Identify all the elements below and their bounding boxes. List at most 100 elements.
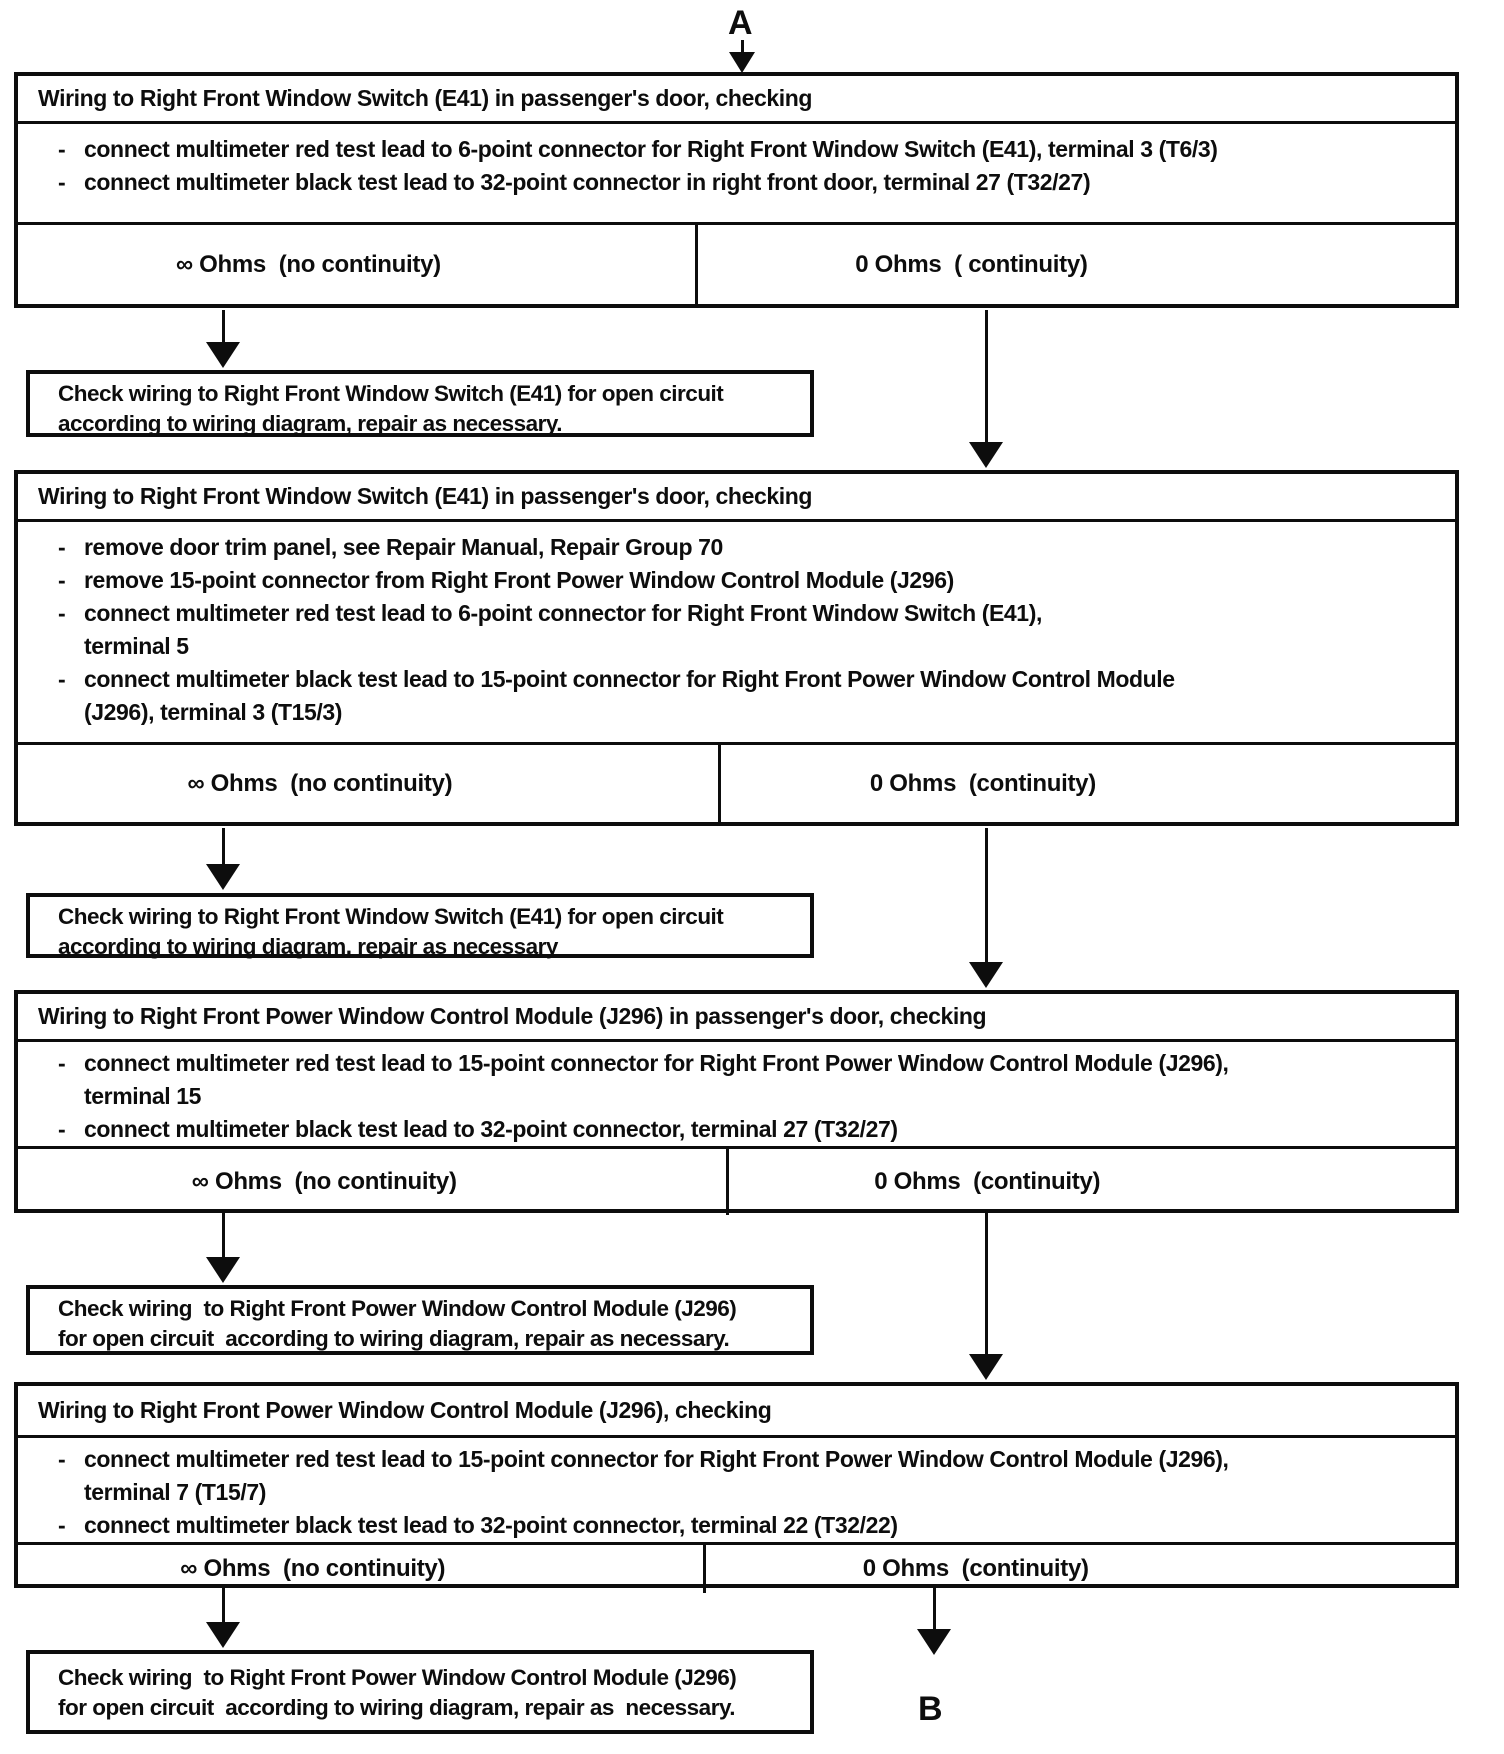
bullet-dash: - [58,600,66,626]
step-line: -connect multimeter black test lead to 3… [18,1509,1455,1542]
diagnostic-box-4: Wiring to Right Front Power Window Contr… [14,1382,1459,1593]
arrow-no-continuity-3 [205,1213,241,1283]
step-text: remove door trim panel, see Repair Manua… [84,534,723,560]
box-title: Wiring to Right Front Window Switch (E41… [18,76,1455,124]
repair-text-line: Check wiring to Right Front Window Switc… [58,381,724,406]
bullet-dash [58,1080,84,1113]
diagnostic-box-1: Wiring to Right Front Window Switch (E41… [14,72,1459,308]
arrow-shaft [984,310,988,442]
step-text: terminal 15 [84,1083,202,1109]
arrow-continuity-4 [916,1588,952,1655]
step-line: -connect multimeter black test lead to 1… [18,663,1455,696]
step-text: connect multimeter black test lead to 15… [84,666,1175,692]
step-text: connect multimeter black test lead to 32… [84,1116,898,1142]
bullet-dash: - [58,666,66,692]
box-steps: -connect multimeter red test lead to 15-… [18,1438,1455,1545]
step-line: terminal 5 [18,630,1455,663]
arrow-continuity-2 [968,828,1004,988]
repair-box-3: Check wiring to Right Front Power Window… [26,1285,814,1355]
outcome-continuity-text: 0 Ohms (continuity) [862,1555,1089,1582]
outcome-continuity: 0 Ohms ( continuity) [694,225,1455,304]
step-text: connect multimeter red test lead to 15-p… [84,1446,1229,1472]
step-text: connect multimeter red test lead to 6-po… [84,600,1042,626]
connector-b-label: B [918,1690,943,1728]
step-line: -connect multimeter red test lead to 15-… [18,1443,1455,1476]
bullet-dash: - [58,1512,66,1538]
bullet-dash [58,630,84,663]
arrow-shaft [932,1588,936,1629]
repair-box-1: Check wiring to Right Front Window Switc… [26,370,814,437]
outcome-no-continuity: ∞ Ohms (no continuity) [175,250,441,278]
arrow-continuity-1 [968,310,1004,468]
step-line: (J296), terminal 3 (T15/3) [18,696,1455,729]
diagnostic-box-2: Wiring to Right Front Window Switch (E41… [14,470,1459,826]
arrow-shaft [984,1213,988,1354]
arrow-head-icon [969,962,1003,988]
bullet-dash: - [58,136,66,162]
arrow-head-icon [917,1629,951,1655]
arrow-shaft [221,1588,225,1622]
bullet-dash [58,696,84,729]
step-line: terminal 15 [18,1080,1455,1113]
arrow-shaft [221,828,225,864]
outcome-continuity-text: 0 Ohms (continuity) [869,769,1096,797]
box-title: Wiring to Right Front Window Switch (E41… [18,474,1455,522]
arrow-head-icon [206,864,240,890]
bullet-dash: - [58,534,66,560]
arrow-no-continuity-2 [205,828,241,890]
outcome-continuity-text: 0 Ohms ( continuity) [855,250,1088,278]
arrow-head-icon [206,1622,240,1648]
step-text: (J296), terminal 3 (T15/3) [84,699,343,725]
box-title: Wiring to Right Front Power Window Contr… [18,1386,1455,1438]
repair-text-line: for open circuit according to wiring dia… [58,1695,736,1720]
step-line: -connect multimeter black test lead to 3… [18,1113,1455,1146]
step-text: terminal 7 (T15/7) [84,1479,266,1505]
step-line: terminal 7 (T15/7) [18,1476,1455,1509]
box-title: Wiring to Right Front Power Window Contr… [18,994,1455,1042]
bullet-dash: - [58,1446,66,1472]
step-text: connect multimeter red test lead to 6-po… [84,136,1218,162]
bullet-dash: - [58,1116,66,1142]
arrow-from-connector-a [724,40,760,73]
arrow-shaft [984,828,988,962]
outcome-no-continuity: ∞ Ohms (no continuity) [191,1168,457,1195]
step-text: connect multimeter red test lead to 15-p… [84,1050,1229,1076]
bullet-dash: - [58,1050,66,1076]
outcome-row: ∞ Ohms (no continuity) 0 Ohms (continuit… [18,1149,1455,1215]
outcome-no-continuity: ∞ Ohms (no continuity) [180,1555,446,1582]
step-line: -connect multimeter red test lead to 6-p… [18,133,1455,166]
outcome-row: ∞ Ohms (no continuity) 0 Ohms (continuit… [18,745,1455,822]
step-line: -connect multimeter red test lead to 6-p… [18,597,1455,630]
step-line: -remove door trim panel, see Repair Manu… [18,531,1455,564]
outcome-continuity: 0 Ohms (continuity) [717,745,1455,822]
repair-text-line: according to wiring diagram, repair as n… [58,411,563,436]
outcome-row: ∞ Ohms (no continuity) 0 Ohms ( continui… [18,225,1455,304]
step-text: connect multimeter black test lead to 32… [84,1512,898,1538]
arrow-head-icon [729,52,755,73]
arrow-shaft [740,40,744,52]
repair-text-line: according to wiring diagram, repair as n… [58,934,558,959]
arrow-head-icon [969,442,1003,468]
outcome-no-continuity: ∞ Ohms (no continuity) [187,769,453,797]
repair-text-line: for open circuit according to wiring dia… [58,1326,730,1351]
arrow-no-continuity-1 [205,310,241,368]
arrow-shaft [221,1213,225,1257]
bullet-dash [58,1476,84,1509]
box-steps: -remove door trim panel, see Repair Manu… [18,522,1455,745]
connector-a-label: A [728,4,753,42]
arrow-shaft [221,310,225,342]
outcome-continuity-text: 0 Ohms (continuity) [874,1168,1101,1195]
diagnostic-box-3: Wiring to Right Front Power Window Contr… [14,990,1459,1215]
repair-text-line: Check wiring to Right Front Window Switc… [58,904,724,929]
step-line: -connect multimeter black test lead to 3… [18,166,1455,199]
step-text: terminal 5 [84,633,189,659]
arrow-head-icon [969,1354,1003,1380]
arrow-no-continuity-4 [205,1588,241,1648]
repair-box-2: Check wiring to Right Front Window Switc… [26,893,814,959]
outcome-row: ∞ Ohms (no continuity) 0 Ohms (continuit… [18,1545,1455,1593]
arrow-head-icon [206,1257,240,1283]
arrow-head-icon [206,342,240,368]
box-steps: -connect multimeter red test lead to 6-p… [18,124,1455,225]
repair-box-4: Check wiring to Right Front Power Window… [26,1650,814,1734]
